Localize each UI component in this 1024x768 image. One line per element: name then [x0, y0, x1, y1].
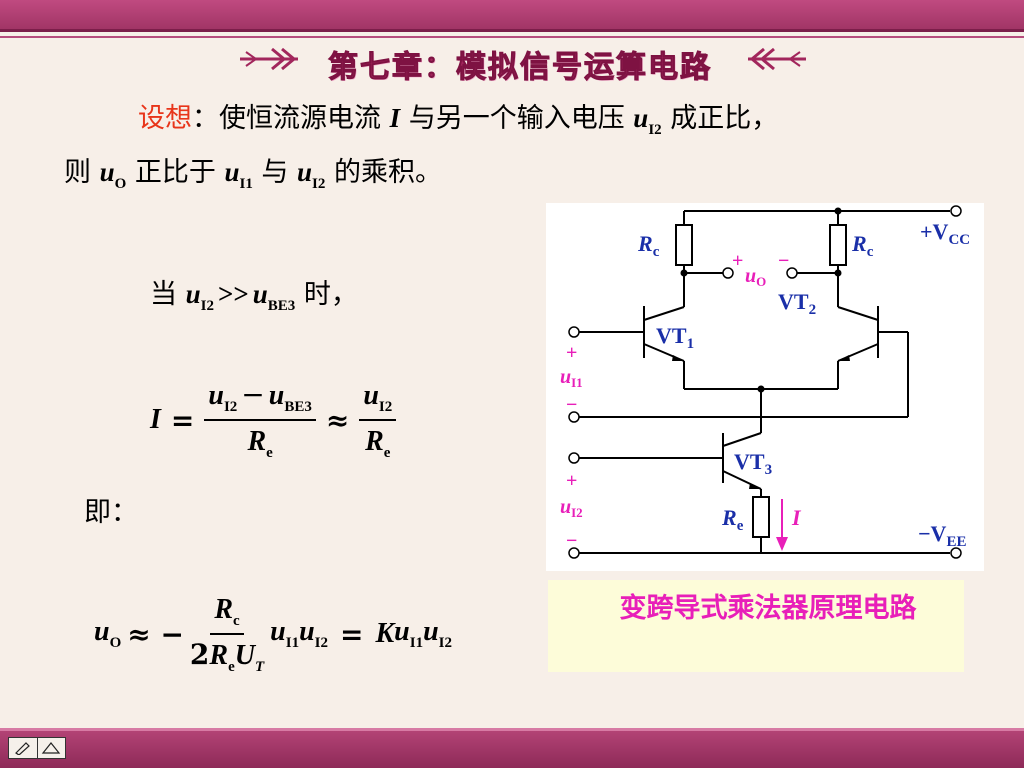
intro-text: 与 [252, 157, 298, 188]
fraction-exact: uI2−uBE3 Re [204, 378, 316, 462]
equals-sign: = [340, 617, 364, 651]
intro-text: 与另一个输入电压 [400, 103, 634, 134]
var-ui2: uI2 [633, 103, 662, 138]
vt2-label: VT2 [778, 289, 816, 318]
condition-line: 当 uI2>>uBE3 时， [150, 272, 358, 315]
var-ui1: uI1 [224, 157, 253, 192]
var-ube3: uBE3 [252, 279, 296, 314]
uo-label: uO [745, 265, 766, 289]
triangle-icon[interactable] [36, 738, 65, 758]
intro-line-1: 设想：使恒流源电流 I 与另一个输入电压 uI2 成正比， [138, 96, 778, 139]
var-ui1: uI1 [394, 616, 424, 651]
var-ui2: uI2 [423, 616, 453, 651]
therefore-label: 即： [84, 497, 138, 528]
ui1-label: uI1 [560, 366, 583, 390]
circuit-caption: 变跨导式乘法器原理电路 [548, 580, 964, 672]
fraction-approx: uI2 Re [359, 378, 397, 462]
vcc-label: +VCC [920, 219, 970, 248]
intro-text: 正比于 [126, 157, 225, 188]
var-ui1: uI1 [270, 616, 300, 651]
ui1-minus-label: − [566, 394, 577, 416]
var-ui2: uI2 [297, 157, 326, 192]
slide-title-banner: 第七章：模拟信号运算电路 [230, 38, 810, 86]
var-uo: uO [99, 157, 127, 192]
multiplier-circuit-diagram: Rc Rc +VCC −VEE VT1 VT2 VT3 Re + − uO + … [546, 203, 984, 571]
var-ui2: uI2 [185, 279, 214, 314]
slide-title: 第七章：模拟信号运算电路 [328, 50, 712, 86]
pen-icon[interactable] [9, 738, 37, 758]
intro-text: 的乘积。 [325, 157, 442, 188]
uo-plus-label: + [732, 250, 743, 272]
vt1-label: VT1 [656, 323, 694, 352]
intro-text: 则 [64, 157, 100, 188]
ui2-label: uI2 [560, 496, 583, 520]
condition-text: 当 [150, 279, 186, 310]
intro-text: 成正比， [661, 103, 779, 134]
intro-text: ：使恒流源电流 [192, 103, 390, 134]
ui1-plus-label: + [566, 342, 577, 364]
rc-right-label: Rc [851, 231, 874, 260]
var-current: I [389, 103, 401, 133]
re-label: Re [721, 505, 744, 534]
approx-neg-sign: ≈ − [127, 617, 184, 651]
slide-nav [8, 737, 66, 759]
vee-label: −VEE [918, 521, 966, 550]
much-greater-operator: >> [217, 279, 249, 309]
uo-minus-label: − [778, 250, 789, 272]
eq-lhs: I [150, 404, 161, 435]
gain-fraction: Rc 2ReUT [189, 594, 265, 675]
approx-sign: ≈ [325, 403, 350, 437]
rc-left-label: Rc [637, 231, 660, 260]
equals-sign: = [170, 403, 195, 437]
current-equation: I = uI2−uBE3 Re ≈ uI2 Re [150, 378, 397, 462]
var-uo: uO [94, 616, 122, 651]
assumption-label: 设想 [138, 103, 192, 134]
top-bar [0, 0, 1024, 32]
intro-line-2: 则 uO 正比于 uI1 与 uI2 的乘积。 [64, 150, 442, 193]
bottom-bar [0, 728, 1024, 768]
right-ornament-icon [748, 47, 806, 71]
top-bar-rule [0, 36, 1024, 38]
ui2-plus-label: + [566, 470, 577, 492]
condition-text: 时， [295, 279, 358, 310]
current-i-label: I [791, 505, 802, 530]
vt3-label: VT3 [734, 449, 772, 478]
ui2-minus-label: − [566, 530, 577, 552]
var-k: K [375, 618, 395, 649]
var-ui2: uI2 [299, 616, 329, 651]
left-ornament-icon [240, 47, 298, 71]
